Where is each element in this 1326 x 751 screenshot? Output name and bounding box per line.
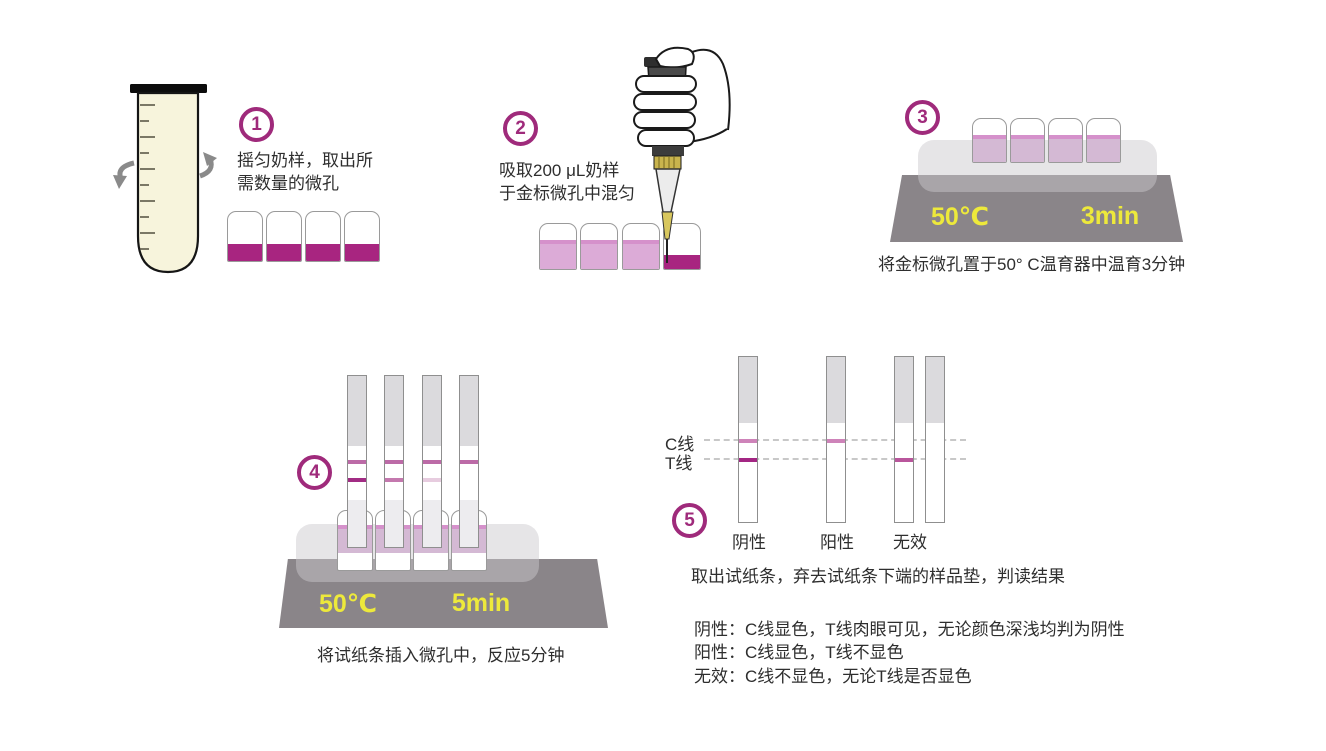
- incubating-fill: [973, 139, 1006, 162]
- result-strip-positive: [826, 356, 846, 523]
- incubating-fill: [1011, 139, 1044, 162]
- milk-sample-fill: [267, 244, 301, 261]
- microwell: [344, 211, 380, 262]
- interpretation-block: 阴性：C线显色，T线肉眼可见，无论颜色深浅均判为阴性 阳性：C线显色，T线不显色…: [694, 618, 1125, 688]
- incubator-base: [890, 175, 1183, 242]
- result-label-invalid: 无效: [893, 533, 927, 552]
- sample-pad: [348, 500, 366, 547]
- liquid-surface: [581, 240, 617, 244]
- microwell: [539, 223, 577, 270]
- step-1-text-line2: 需数量的微孔: [237, 174, 339, 193]
- incubator-duration: 3min: [1080, 202, 1140, 230]
- microwell: [622, 223, 660, 270]
- step-2-text: 吸取200 μL奶样 于金标微孔中混匀: [499, 159, 635, 205]
- incubating-fill: [1049, 139, 1082, 162]
- strip-handle: [926, 357, 944, 423]
- sample-pad: [460, 500, 478, 547]
- t-line: [423, 478, 441, 482]
- mixed-sample-fill: [540, 244, 576, 269]
- incubator-duration: 5min: [451, 589, 511, 617]
- step-3-caption: 将金标微孔置于50° C温育器中温育3分钟: [878, 255, 1186, 274]
- mixed-sample-fill: [581, 244, 617, 269]
- test-strip: [459, 375, 479, 548]
- sample-pad: [385, 500, 403, 547]
- step-3-badge: 3: [905, 100, 940, 135]
- microwell: [266, 211, 302, 262]
- microwell: [1086, 118, 1121, 163]
- test-strip: [384, 375, 404, 548]
- t-line: [739, 458, 757, 462]
- strip-handle: [423, 376, 441, 446]
- t-line: [895, 458, 913, 462]
- microwell: [580, 223, 618, 270]
- interpretation-invalid: 无效：C线不显色，无论T线是否显色: [694, 666, 972, 686]
- result-label-positive: 阳性: [820, 533, 854, 552]
- strip-handle: [827, 357, 845, 423]
- microwell: [972, 118, 1007, 163]
- liquid-surface: [1087, 135, 1120, 139]
- step-4-caption: 将试纸条插入微孔中，反应5分钟: [317, 646, 565, 665]
- microwell: [1048, 118, 1083, 163]
- c-line: [460, 460, 478, 464]
- mixed-sample-fill: [623, 244, 659, 269]
- c-line: [348, 460, 366, 464]
- c-line: [827, 439, 845, 443]
- step-2-text-line1: 吸取200 μL奶样: [499, 161, 620, 180]
- result-label-negative: 阴性: [732, 533, 766, 552]
- t-line-label: T线: [665, 454, 693, 473]
- c-line-label: C线: [665, 435, 695, 454]
- step-2-text-line2: 于金标微孔中混匀: [499, 184, 635, 203]
- microwell: [305, 211, 341, 262]
- t-line: [348, 478, 366, 482]
- test-strip: [347, 375, 367, 548]
- liquid-surface: [973, 135, 1006, 139]
- step-1-badge: 1: [239, 107, 274, 142]
- milk-sample-fill: [228, 244, 262, 261]
- shake-arrow-right-icon: [199, 152, 217, 179]
- test-strip: [422, 375, 442, 548]
- liquid-surface: [1011, 135, 1044, 139]
- strip-handle: [895, 357, 913, 423]
- t-line: [385, 478, 403, 482]
- result-strip-invalid: [925, 356, 945, 523]
- incubator-temperature: 50℃: [930, 203, 990, 231]
- incubator-temperature: 50℃: [318, 590, 378, 618]
- interpretation-positive: 阳性：C线显色，T线不显色: [694, 643, 904, 663]
- strip-handle: [348, 376, 366, 446]
- sample-pad: [423, 500, 441, 547]
- step-5-badge: 5: [672, 503, 707, 538]
- liquid-surface: [540, 240, 576, 244]
- result-strip-negative: [738, 356, 758, 523]
- strip-handle: [739, 357, 757, 423]
- interpretation-negative: 阴性：C线显色，T线肉眼可见，无论颜色深浅均判为阴性: [694, 620, 1125, 639]
- step-1-text: 摇匀奶样，取出所 需数量的微孔: [237, 149, 373, 195]
- strip-handle: [460, 376, 478, 446]
- step-2-badge: 2: [503, 111, 538, 146]
- liquid-surface: [1049, 135, 1082, 139]
- step-5-caption: 取出试纸条，弃去试纸条下端的样品垫，判读结果: [691, 567, 1065, 586]
- c-line: [423, 460, 441, 464]
- step-4-badge: 4: [297, 455, 332, 490]
- milk-sample-fill: [306, 244, 340, 261]
- step-1-text-line1: 摇匀奶样，取出所: [237, 151, 373, 170]
- microwell: [1010, 118, 1045, 163]
- pipette-in-hand-icon: [633, 46, 731, 263]
- shake-arrow-left-icon: [113, 160, 135, 189]
- c-line: [739, 439, 757, 443]
- result-strip-invalid: [894, 356, 914, 523]
- sample-tube-icon: [113, 84, 217, 274]
- strip-handle: [385, 376, 403, 446]
- microwell: [227, 211, 263, 262]
- liquid-surface: [623, 240, 659, 244]
- incubating-fill: [1087, 139, 1120, 162]
- c-line: [385, 460, 403, 464]
- milk-sample-fill: [664, 255, 700, 269]
- milk-sample-fill: [345, 244, 379, 261]
